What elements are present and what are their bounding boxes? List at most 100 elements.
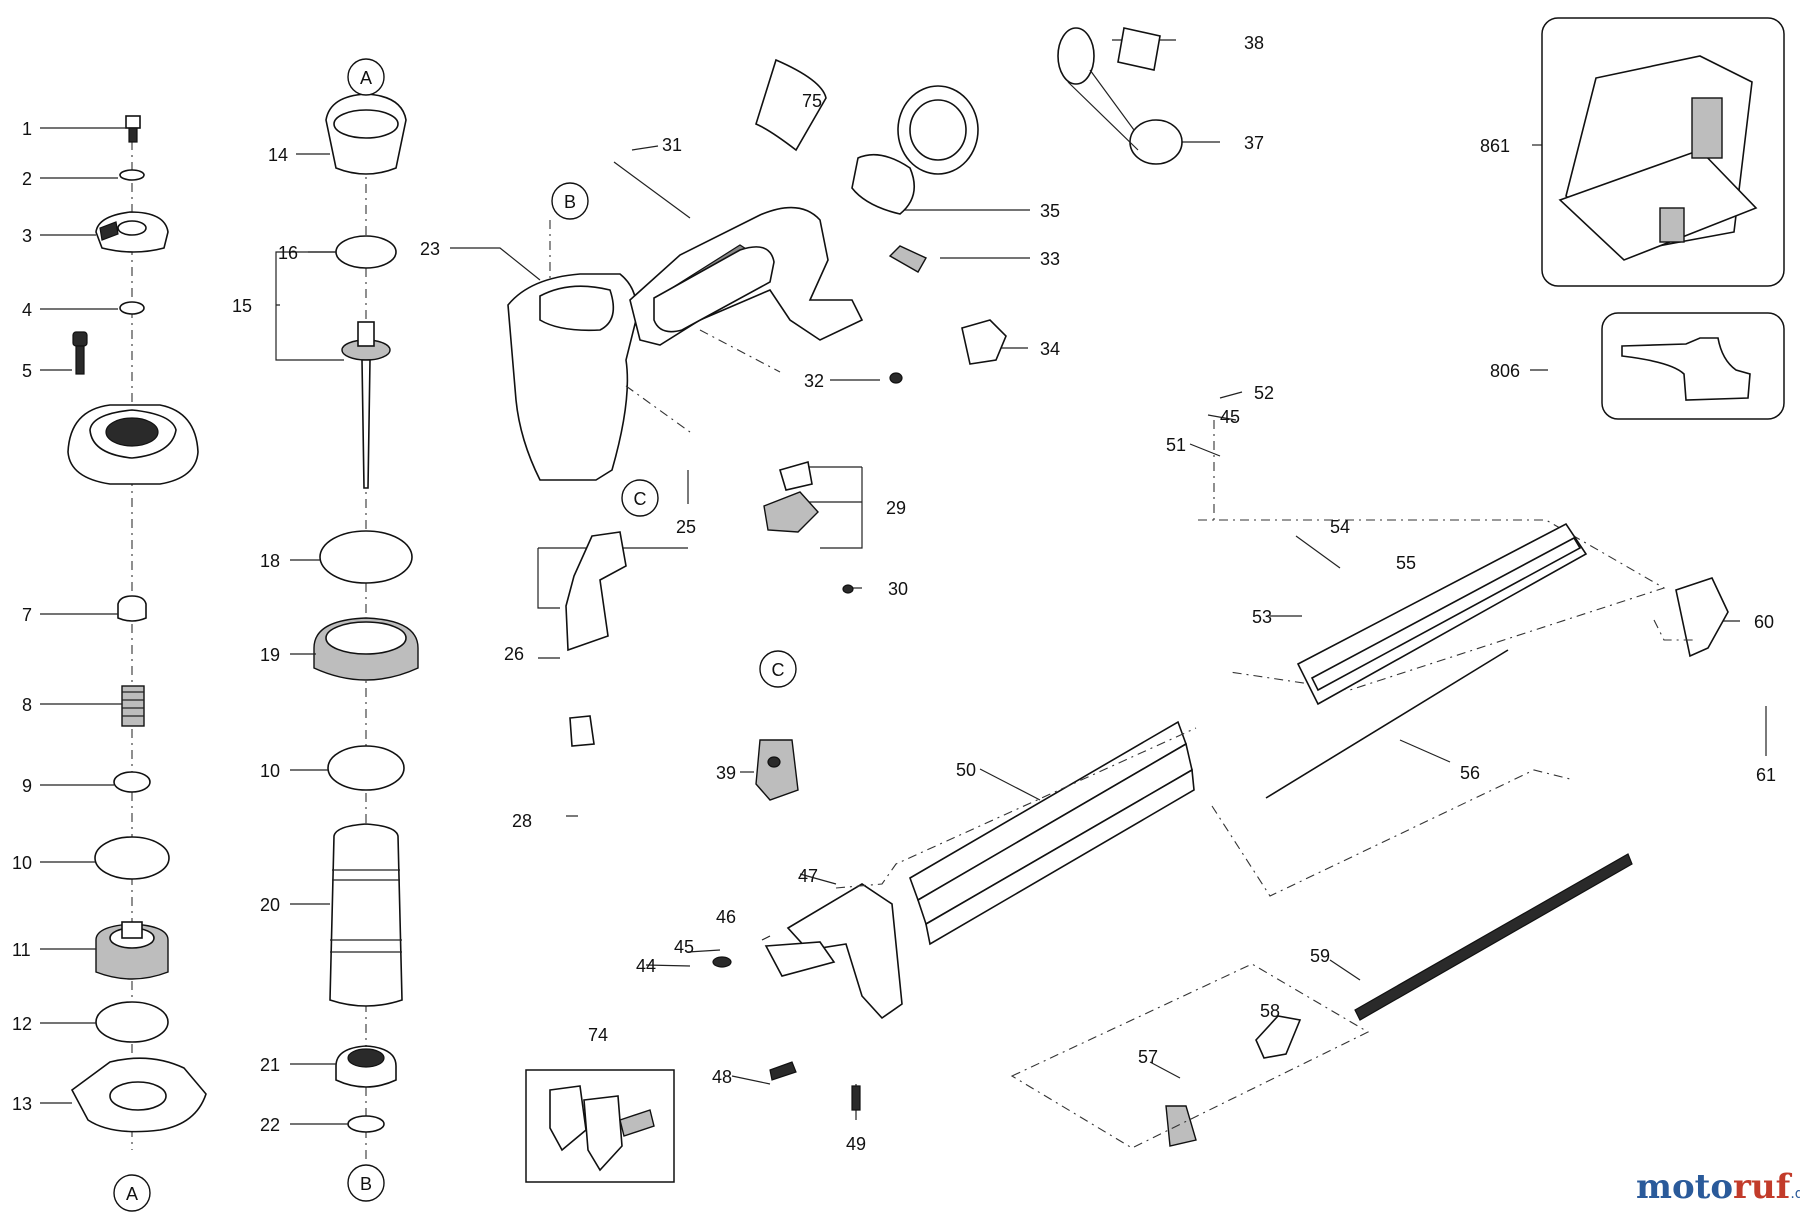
ref-marker-label: B	[564, 192, 576, 212]
callout-26: 26	[504, 644, 524, 664]
reference-markers: A A B B C C	[113, 58, 797, 1212]
part-disc-22	[347, 1115, 385, 1133]
callout-61: 61	[1756, 765, 1776, 785]
watermark-part-3: .de	[1790, 1186, 1800, 1202]
inset-oiler-806	[1601, 312, 1785, 420]
callout-12: 12	[12, 1014, 32, 1034]
ref-marker-label: C	[634, 489, 647, 509]
callout-23: 23	[420, 239, 440, 259]
callout-11: 11	[12, 940, 31, 960]
inset-box-74	[525, 1069, 675, 1183]
part-piston-11	[95, 921, 169, 980]
callout-51: 51	[1166, 435, 1186, 455]
callout-56: 56	[1460, 763, 1480, 783]
part-oring-10-mid	[327, 745, 405, 791]
part-oring-10-left	[94, 836, 170, 880]
callout-50: 50	[956, 760, 976, 780]
part-spring-8	[121, 685, 145, 727]
part-bumper-21	[335, 1045, 397, 1088]
callout-33: 33	[1040, 249, 1060, 269]
callout-49: 49	[846, 1134, 866, 1154]
callout-9: 9	[22, 776, 32, 796]
watermark-part-1: moto	[1636, 1167, 1733, 1207]
callout-4: 4	[22, 300, 32, 320]
callout-3: 3	[22, 226, 32, 246]
callout-45: 45	[1220, 407, 1240, 427]
leader-lines	[40, 39, 1767, 1125]
callout-54: 54	[1330, 517, 1350, 537]
callout-74: 74	[588, 1025, 608, 1045]
ref-marker-c-right: C	[759, 650, 797, 688]
part-oring-18	[319, 530, 413, 584]
callout-52: 52	[1254, 383, 1274, 403]
callout-59: 59	[1310, 946, 1330, 966]
callout-8: 8	[22, 695, 32, 715]
callout-7: 7	[22, 605, 32, 625]
callout-18: 18	[260, 551, 280, 571]
callout-37: 37	[1244, 133, 1264, 153]
callout-19: 19	[260, 645, 280, 665]
part-clip-3	[95, 211, 169, 253]
callout-60: 60	[1754, 612, 1774, 632]
callout-labels: 1 2 3 4 5 7 8 9 10 11 12 13 14 15 16 18 …	[12, 33, 1776, 1154]
callout-53: 53	[1252, 607, 1272, 627]
part-plug-7	[117, 595, 147, 622]
part-washer-4	[119, 301, 145, 315]
callout-29: 29	[886, 498, 906, 518]
callout-10-mid: 10	[260, 761, 280, 781]
callout-55: 55	[1396, 553, 1416, 573]
callout-75: 75	[802, 91, 822, 111]
callout-22: 22	[260, 1115, 280, 1135]
callout-32: 32	[804, 371, 824, 391]
callout-15: 15	[232, 296, 252, 316]
part-cap-6	[67, 404, 199, 485]
watermark-text: motoruf.de	[1636, 1167, 1800, 1207]
part-bolt-5	[72, 331, 88, 375]
callout-861: 861	[1480, 136, 1510, 156]
inset-case-861	[1541, 17, 1785, 287]
callout-30: 30	[888, 579, 908, 599]
callout-806: 806	[1490, 361, 1520, 381]
callout-2: 2	[22, 169, 32, 189]
watermark-logo: motoruf.de	[1636, 1167, 1800, 1207]
part-handle-grip	[653, 246, 775, 333]
callout-25: 25	[676, 517, 696, 537]
ref-marker-label: B	[360, 1174, 372, 1194]
part-washer-2	[119, 169, 145, 181]
callout-48: 48	[712, 1067, 732, 1087]
callout-57: 57	[1138, 1047, 1158, 1067]
callout-38: 38	[1244, 33, 1264, 53]
callout-39: 39	[716, 763, 736, 783]
callout-10: 10	[12, 853, 32, 873]
left-column-parts	[67, 115, 207, 1150]
ref-marker-b-top: B	[551, 182, 589, 220]
part-cap-14	[325, 93, 407, 175]
watermark-part-2: ruf	[1733, 1167, 1793, 1207]
callout-58: 58	[1260, 1001, 1280, 1021]
callout-13: 13	[12, 1094, 32, 1114]
callout-28: 28	[512, 811, 532, 831]
callout-35: 35	[1040, 201, 1060, 221]
part-gasket-13	[70, 1057, 207, 1133]
ref-marker-a-bottom: A	[113, 1174, 151, 1212]
callout-5: 5	[22, 361, 32, 381]
callout-1: 1	[22, 119, 32, 139]
part-cylinder-20	[329, 823, 403, 1007]
part-oring-12	[95, 1001, 169, 1043]
ref-marker-label: A	[360, 68, 372, 88]
part-ring-19	[313, 617, 419, 681]
callout-44: 44	[636, 956, 656, 976]
callout-21: 21	[260, 1055, 280, 1075]
callout-46: 46	[716, 907, 736, 927]
magazine-parts	[712, 420, 1729, 1149]
ref-marker-c-left: C	[621, 479, 659, 517]
trigger-parts	[565, 460, 854, 801]
main-body-housing	[507, 206, 864, 481]
part-screw-1	[125, 115, 141, 143]
ref-marker-label: A	[126, 1184, 138, 1204]
part-oring-16	[335, 235, 397, 269]
ref-marker-b-bottom: B	[347, 1164, 385, 1202]
ref-marker-label: C	[772, 660, 785, 680]
part-oring-9	[113, 771, 151, 793]
